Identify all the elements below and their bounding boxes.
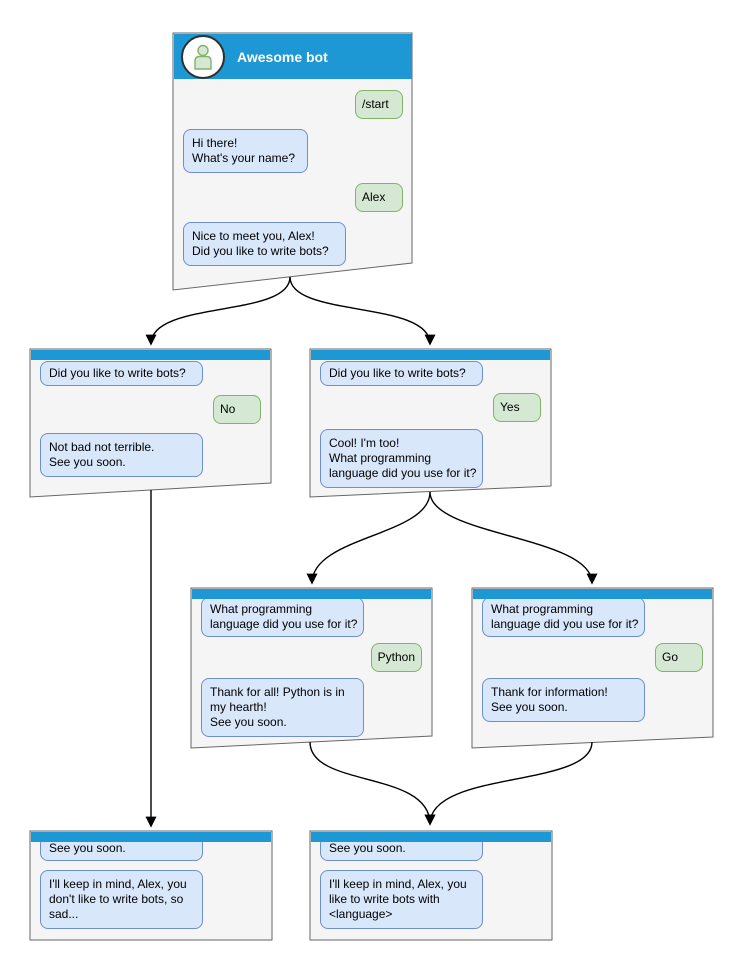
chat-window-lang-go[interactable]: What programming language did you use fo… [472, 588, 713, 748]
edge-python-to-end-language[interactable] [309, 741, 436, 826]
message-bubble-bot[interactable]: Hi there! What's your name? [183, 129, 308, 173]
titlebar-strip [311, 350, 550, 360]
titlebar: Awesome bot [174, 34, 412, 79]
message-bubble-bot[interactable]: I'll keep in mind, Alex, you like to wri… [320, 870, 483, 929]
message-bubble-user[interactable]: No [213, 395, 261, 424]
message-list: See you soon.I'll keep in mind, Alex, yo… [310, 831, 552, 929]
message-bubble-user[interactable]: /start [355, 90, 403, 119]
message-bubble-echo[interactable]: Did you like to write bots? [40, 361, 203, 386]
titlebar-strip [311, 832, 551, 842]
message-bubble-bot[interactable]: Not bad not terrible. See you soon. [40, 433, 203, 477]
titlebar-strip [473, 589, 712, 599]
message-bubble-bot[interactable]: Nice to meet you, Alex! Did you like to … [183, 222, 346, 266]
message-bubble-user[interactable]: Go [655, 643, 703, 672]
chat-window-lang-python[interactable]: What programming language did you use fo… [191, 588, 432, 748]
message-bubble-bot[interactable]: I'll keep in mind, Alex, you don't like … [40, 870, 203, 929]
message-bubble-bot[interactable]: Thank for all! Python is in my hearth! S… [201, 678, 364, 737]
message-bubble-echo[interactable]: Did you like to write bots? [320, 361, 483, 386]
titlebar-strip [31, 350, 270, 360]
message-list: See you soon.I'll keep in mind, Alex, yo… [30, 831, 272, 929]
edge-start-to-branch-yes[interactable] [289, 276, 436, 346]
bot-avatar-person-icon [181, 34, 225, 79]
edge-branch-yes-to-go[interactable] [429, 491, 598, 585]
message-bubble-user[interactable]: Python [370, 643, 422, 672]
titlebar-strip [192, 589, 431, 599]
message-bubble-user[interactable]: Alex [355, 183, 403, 212]
chat-window-end-language[interactable]: See you soon.I'll keep in mind, Alex, yo… [310, 831, 552, 940]
message-bubble-echo[interactable]: What programming language did you use fo… [201, 597, 364, 637]
message-bubble-user[interactable]: Yes [493, 393, 541, 422]
message-list: What programming language did you use fo… [472, 588, 713, 722]
titlebar-strip [31, 832, 271, 842]
edge-go-to-end-language[interactable] [424, 741, 593, 826]
chat-window-start[interactable]: Awesome bot /start Hi there! What's your … [173, 33, 413, 290]
chat-window-end-no[interactable]: See you soon.I'll keep in mind, Alex, yo… [30, 831, 272, 940]
message-bubble-bot[interactable]: Cool! I'm too! What programming language… [320, 429, 483, 488]
edge-start-to-branch-no[interactable] [145, 276, 291, 346]
edge-branch-yes-to-python[interactable] [306, 491, 431, 585]
message-bubble-echo[interactable]: What programming language did you use fo… [482, 597, 645, 637]
message-list: What programming language did you use fo… [191, 588, 432, 737]
message-bubble-bot[interactable]: Thank for information! See you soon. [482, 678, 645, 722]
window-title: Awesome bot [237, 48, 328, 65]
